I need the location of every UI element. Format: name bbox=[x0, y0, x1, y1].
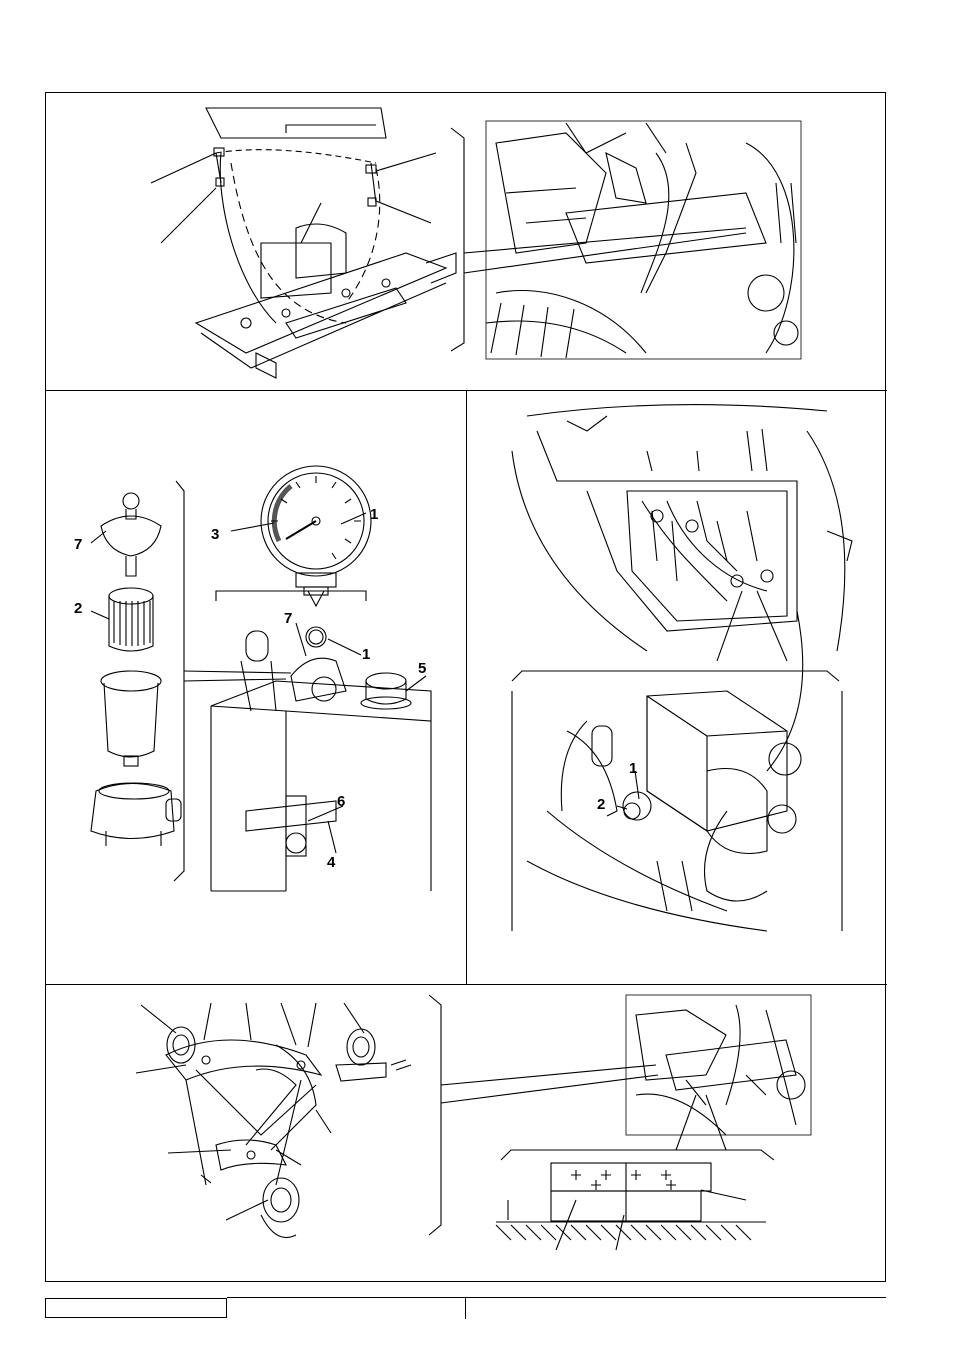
callout-tank-6: 6 bbox=[337, 793, 345, 810]
callout-tank-5: 5 bbox=[418, 660, 426, 677]
callout-valve-2: 2 bbox=[597, 796, 605, 813]
filter-gauge-illustration: 1 3 7 2 7 1 5 4 6 bbox=[46, 391, 467, 985]
figure-frame: 1 3 7 2 7 1 5 4 6 bbox=[45, 92, 886, 1282]
valve-block-icon bbox=[527, 691, 801, 931]
callout-valve-1: 1 bbox=[629, 760, 637, 777]
panel-middle-right: 1 2 bbox=[467, 391, 887, 985]
callout-filter-cap-7: 7 bbox=[74, 536, 82, 553]
footer-separator bbox=[465, 1297, 466, 1319]
callout-tank-7: 7 bbox=[284, 610, 292, 627]
panel-bottom bbox=[46, 985, 887, 1283]
footer-box bbox=[45, 1298, 227, 1318]
roller-adjustment-illustration bbox=[46, 985, 887, 1283]
callout-tank-4: 4 bbox=[327, 854, 336, 871]
callout-tank-1: 1 bbox=[362, 646, 370, 663]
panel-middle-left: 1 3 7 2 7 1 5 4 6 bbox=[46, 391, 467, 985]
valve-block-illustration: 1 2 bbox=[467, 391, 887, 985]
filter-element-icon bbox=[91, 493, 181, 846]
roller-bracket-icon bbox=[166, 1027, 411, 1238]
callout-gauge-3: 3 bbox=[211, 526, 219, 543]
panel-top bbox=[46, 93, 887, 391]
footer-divider bbox=[227, 1297, 886, 1298]
callout-filter-2: 2 bbox=[74, 600, 82, 617]
tank-icon bbox=[211, 627, 431, 891]
hose-routing-illustration bbox=[46, 93, 887, 391]
callout-gauge-1: 1 bbox=[370, 506, 378, 523]
gauge-icon bbox=[261, 466, 371, 595]
